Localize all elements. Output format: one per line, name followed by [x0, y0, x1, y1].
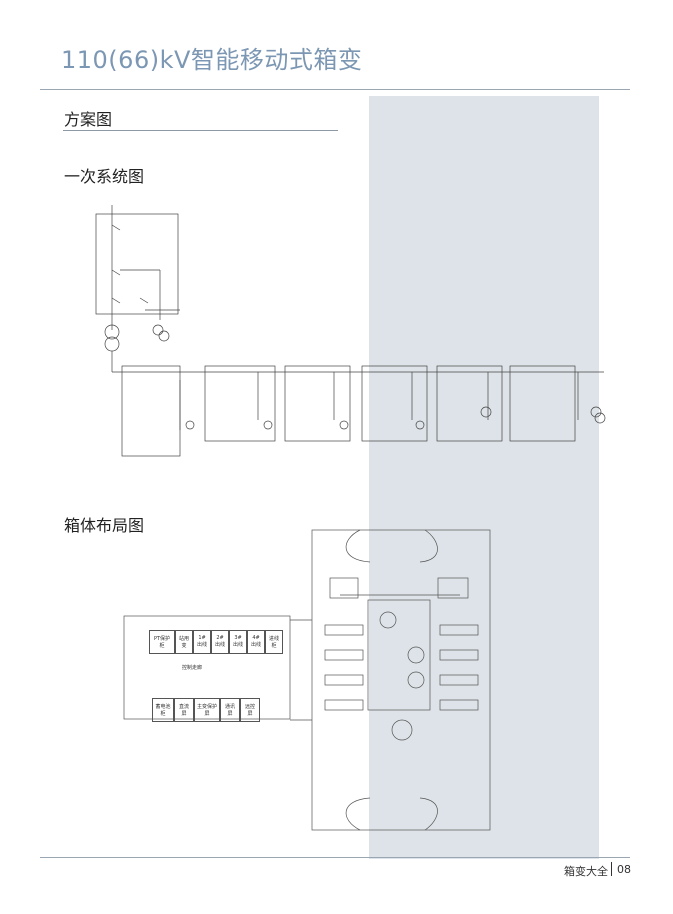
room-feeder-4: 4#出线 [247, 630, 265, 654]
primary-system-heading: 一次系统图 [64, 167, 145, 186]
footer-separator [611, 862, 612, 876]
room-grid-top: PT保护柜 站用变 1#出线 2#出线 3#出线 4#出线 进线柜 [149, 630, 283, 654]
room-main-transformer-protection: 主变保护屏 [194, 698, 220, 722]
page-title: 110(66)kV智能移动式箱变 [61, 46, 363, 74]
title-divider [40, 89, 630, 90]
room-incoming: 进线柜 [265, 630, 283, 654]
room-battery: 蓄电池柜 [152, 698, 174, 722]
room-communication: 通讯屏 [220, 698, 240, 722]
layout-heading: 箱体布局图 [64, 516, 145, 535]
room-pt: PT保护柜 [149, 630, 175, 654]
room-dc: 直流屏 [174, 698, 194, 722]
gray-background-panel [369, 96, 599, 859]
page-number: 08 [617, 863, 631, 876]
room-grid-bottom: 蓄电池柜 直流屏 主变保护屏 通讯屏 远控屏 [152, 698, 260, 722]
scheme-heading: 方案图 [64, 110, 113, 129]
footer-label: 箱变大全 [564, 865, 608, 878]
room-station-transformer: 站用变 [175, 630, 193, 654]
room-center-label: 控制走廊 [182, 665, 203, 671]
scheme-divider [63, 130, 338, 131]
room-feeder-1: 1#出线 [193, 630, 211, 654]
room-feeder-3: 3#出线 [229, 630, 247, 654]
room-remote-control: 远控屏 [240, 698, 260, 722]
footer-divider [40, 857, 630, 858]
room-feeder-2: 2#出线 [211, 630, 229, 654]
